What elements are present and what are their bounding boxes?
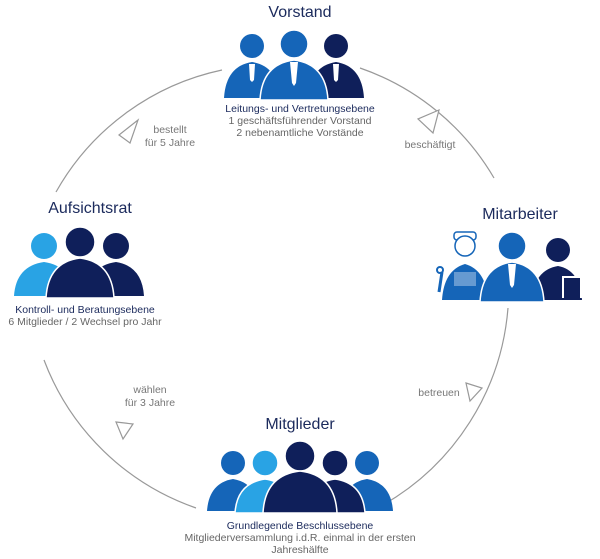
betreuen-line1: betreuen bbox=[418, 387, 460, 399]
mitglieder-line2: Mitgliederversammlung i.d.R. einmal in d… bbox=[184, 532, 416, 544]
vorstand-line2: 1 geschäftsführender Vorstand bbox=[228, 115, 372, 127]
vorstand-title: Vorstand bbox=[268, 4, 332, 21]
arc-mitarbeiter-mitglieder bbox=[382, 307, 509, 506]
mitglieder-line3: Jahreshälfte bbox=[271, 544, 329, 556]
aufsichtsrat-people-icon bbox=[14, 226, 144, 298]
aufsichtsrat-line2: 6 Mitglieder / 2 Wechsel pro Jahr bbox=[8, 316, 162, 328]
arrow-beschaeftigt bbox=[416, 108, 440, 135]
waehlen-line2: für 3 Jahre bbox=[124, 397, 176, 409]
mitarbeiter-people-icon bbox=[436, 231, 582, 302]
mitglieder-people-icon bbox=[207, 441, 393, 513]
arc-aufsichtsrat-vorstand bbox=[55, 69, 223, 193]
vorstand-line1: Leitungs- und Vertretungsebene bbox=[225, 103, 375, 115]
bestellt-line2: für 5 Jahre bbox=[144, 137, 196, 149]
vorstand-people-icon bbox=[224, 29, 364, 100]
aufsichtsrat-line1: Kontroll- und Beratungsebene bbox=[15, 304, 155, 316]
beschaeftigt-line1: beschäftigt bbox=[404, 139, 456, 151]
edge-label-waehlen: wählen für 3 Jahre bbox=[110, 384, 190, 410]
mitglieder-description: Grundlegende Beschlussebene Mitgliederve… bbox=[150, 520, 450, 556]
mitglieder-line1: Grundlegende Beschlussebene bbox=[226, 520, 374, 532]
mitarbeiter-title: Mitarbeiter bbox=[482, 206, 558, 223]
mitglieder-title: Mitglieder bbox=[265, 416, 335, 433]
vorstand-description: Leitungs- und Vertretungsebene 1 geschäf… bbox=[200, 103, 400, 139]
edge-label-bestellt: bestellt für 5 Jahre bbox=[130, 124, 210, 150]
aufsichtsrat-description: Kontroll- und Beratungsebene 6 Mitgliede… bbox=[0, 304, 180, 328]
arrow-bestellt bbox=[118, 118, 140, 144]
arrow-waehlen bbox=[115, 421, 135, 441]
vorstand-line3: 2 nebenamtliche Vorstände bbox=[236, 127, 364, 139]
aufsichtsrat-title: Aufsichtsrat bbox=[48, 200, 132, 217]
waehlen-line1: wählen bbox=[133, 384, 167, 396]
edge-label-beschaeftigt: beschäftigt bbox=[390, 139, 470, 152]
edge-label-betreuen: betreuen bbox=[404, 387, 474, 400]
arrow-betreuen bbox=[465, 382, 484, 403]
arc-mitglieder-aufsichtsrat bbox=[43, 359, 197, 509]
bestellt-line1: bestellt bbox=[153, 124, 187, 136]
